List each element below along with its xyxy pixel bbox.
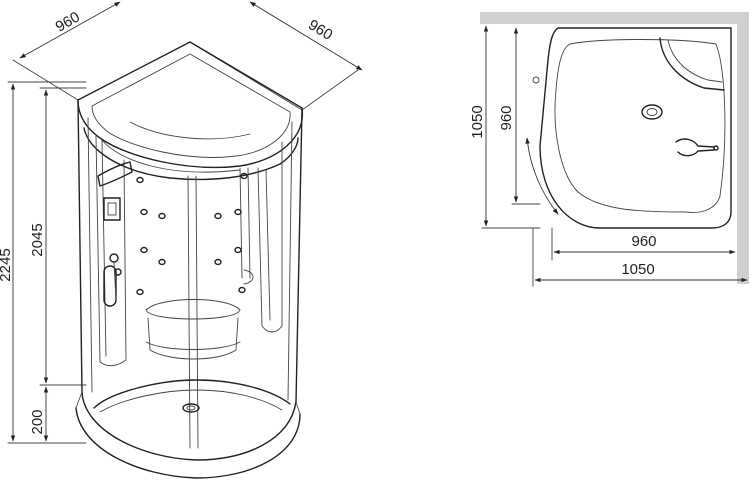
corner-seat: [145, 299, 241, 360]
jet: [136, 176, 144, 184]
isometric-view: 960 960 2245 2045 200: [0, 1, 363, 479]
jet: [214, 212, 222, 220]
jet: [214, 258, 222, 266]
jet: [234, 208, 242, 216]
plan-tap: [675, 138, 715, 157]
back-wall: [480, 12, 749, 24]
plan-outer-width-label: 1050: [621, 261, 654, 278]
drain: [182, 403, 200, 413]
shower-tray: [75, 379, 301, 479]
side-wall: [737, 12, 749, 284]
plan-inner-basin: [554, 39, 726, 213]
base-height-label: 200: [29, 409, 46, 434]
control-panel: [97, 161, 133, 307]
jet: [238, 286, 246, 294]
plan-outer-depth-label: 1050: [469, 105, 486, 138]
plan-inner-width-label: 960: [631, 233, 656, 250]
door-swing-arrow: [525, 137, 559, 215]
iso-right-depth-label: 960: [305, 16, 335, 43]
jet: [140, 208, 148, 216]
iso-left-depth-line: [19, 1, 121, 59]
cabin-roof: [77, 41, 304, 181]
iso-height-dims: 2245 2045 200: [0, 81, 87, 444]
iso-right-depth-line: [249, 1, 363, 71]
total-height-label: 2245: [0, 248, 14, 281]
jet: [234, 246, 242, 254]
plan-drain: [641, 104, 663, 120]
plan-tray-outline: [539, 27, 732, 229]
cabin-height-label: 2045: [29, 223, 46, 256]
jet: [158, 258, 166, 266]
iso-depth-dims: 960 960: [12, 1, 363, 111]
iso-left-depth-label: 960: [53, 8, 83, 35]
cabin-body: [77, 99, 303, 449]
plan-inner-depth-label: 960: [498, 105, 515, 130]
plan-view: 1050 960 960 1050: [469, 12, 749, 287]
jet: [140, 246, 148, 254]
jet: [158, 212, 166, 220]
massage-jets: [136, 172, 248, 296]
drain-inner: [186, 405, 196, 411]
jet: [136, 288, 144, 296]
plan-seat-edge: [659, 37, 725, 91]
jet: [240, 172, 248, 180]
